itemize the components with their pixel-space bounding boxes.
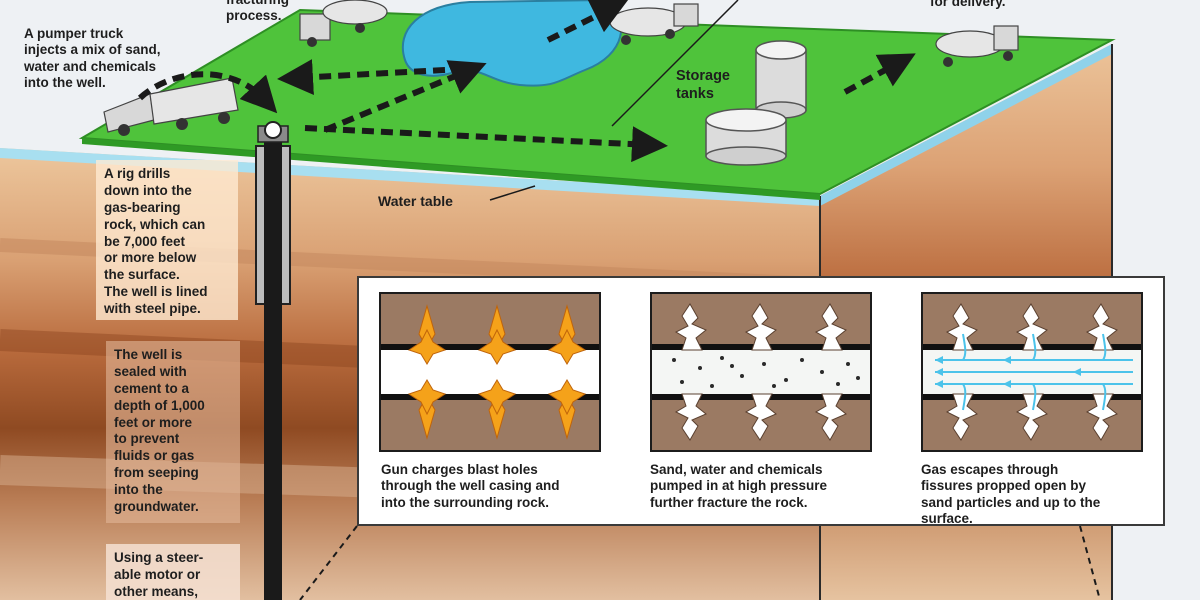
fracturing-stages-panel: Gun charges blast holes through the well… [357,276,1165,526]
tanker-truck-delivery-icon [935,25,1019,67]
pumper-truck-label: A pumper truck injects a mix of sand, wa… [24,26,161,91]
well-pipe [255,121,291,600]
flow-arrows [137,0,916,163]
well-sealed-note: The well is sealed with cement to a dept… [106,341,240,523]
water-table-label: Water table [378,193,453,209]
stage-high-pressure-caption: Sand, water and chemicals pumped in at h… [650,462,828,510]
steerable-motor-note: Using a steer- able motor or other means… [106,544,240,600]
stage-blast-holes-caption: Gun charges blast holes through the well… [381,462,560,510]
delivery-label: for delivery. [930,0,1006,9]
stage-gas-escapes-image [921,292,1143,452]
stage-high-pressure-image [650,292,872,452]
pumper-truck-icon [103,77,239,136]
tanker-truck-top-left-icon [299,0,388,47]
ground-surface [78,8,1116,196]
stage-blast-holes-image [379,292,601,452]
storage-tanks-label: Storage tanks [676,68,730,102]
stage-gas-escapes-caption: Gas escapes through fissures propped ope… [921,462,1101,527]
storage-tank-back [755,40,807,119]
tanker-truck-pond-icon [609,3,699,45]
storage-tank-front [705,108,787,166]
fracturing-process-label: fracturing process. [226,0,289,24]
rig-drills-note: A rig drills down into the gas-bearing r… [96,160,238,320]
